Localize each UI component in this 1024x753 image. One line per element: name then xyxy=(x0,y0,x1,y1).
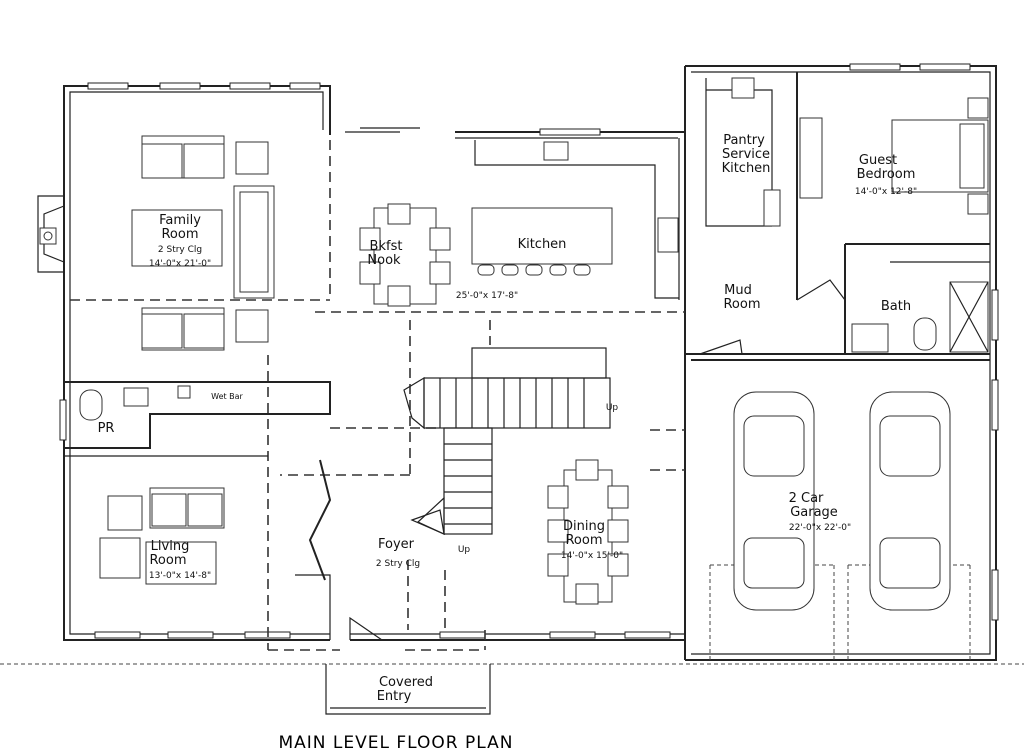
dining-label-1: Dining xyxy=(563,519,605,534)
family-room-label-2: Room xyxy=(161,227,198,242)
guest-size: 14'-0"x 12'-8" xyxy=(855,187,917,197)
stair-up-label-2: Up xyxy=(458,545,471,555)
kitchen-label: Kitchen xyxy=(518,237,567,252)
wet-bar-area xyxy=(64,381,331,457)
mud-label-1: Mud xyxy=(724,283,752,298)
windows xyxy=(59,63,999,639)
covered-entry xyxy=(325,664,491,715)
dining-label-2: Room xyxy=(565,533,602,548)
family-room-size: 14'-0"x 21'-0" xyxy=(149,259,211,269)
kitchen-cabinets xyxy=(471,140,679,299)
fireplace xyxy=(37,195,65,273)
garage-label-2: Garage xyxy=(790,505,838,520)
entry-label-2: Entry xyxy=(377,689,412,704)
living-size: 13'-0"x 14'-8" xyxy=(149,571,211,581)
staircase xyxy=(403,347,611,535)
garage-size: 22'-0"x 22'-0" xyxy=(789,523,851,533)
pantry-label-1: Pantry xyxy=(723,133,765,148)
car-1 xyxy=(733,391,815,611)
bath-area xyxy=(844,244,990,355)
mud-room xyxy=(685,279,846,355)
pr-label: PR xyxy=(98,421,115,436)
car-2 xyxy=(869,391,951,611)
dining-table xyxy=(547,459,629,605)
living-room-furniture xyxy=(99,487,225,585)
mud-label-2: Room xyxy=(723,297,760,312)
wet-bar-label: Wet Bar xyxy=(211,392,243,401)
bath-label: Bath xyxy=(881,299,911,314)
family-room-furniture xyxy=(131,135,275,351)
nook-label-2: Nook xyxy=(367,253,401,268)
exterior-walls xyxy=(63,65,997,661)
pantry-label-3: Kitchen xyxy=(722,161,771,176)
living-label-1: Living xyxy=(151,539,190,554)
dining-size: 14'-0"x 15'-0" xyxy=(561,551,623,561)
guest-label-2: Bedroom xyxy=(857,167,916,182)
living-label-2: Room xyxy=(149,553,186,568)
plan-title: MAIN LEVEL FLOOR PLAN xyxy=(279,733,514,753)
foyer-walls xyxy=(295,459,445,641)
ceiling-lines xyxy=(70,140,685,651)
entry-label-1: Covered xyxy=(379,675,433,690)
garage-label-1: 2 Car xyxy=(789,491,824,506)
guest-label-1: Guest xyxy=(859,153,897,168)
nook-label-1: Bkfst xyxy=(370,239,403,254)
foyer-label: Foyer xyxy=(378,537,415,552)
pantry-area xyxy=(705,72,823,300)
family-room-label-1: Family xyxy=(159,213,201,228)
nook-table xyxy=(359,203,451,307)
stair-up-label-1: Up xyxy=(606,403,619,413)
foyer-note: 2 Stry Clg xyxy=(376,559,420,569)
guest-bedroom xyxy=(845,97,990,263)
family-room-note: 2 Stry Clg xyxy=(158,245,202,255)
kitchen-size: 25'-0"x 17'-8" xyxy=(456,291,518,301)
pantry-label-2: Service xyxy=(722,147,770,162)
